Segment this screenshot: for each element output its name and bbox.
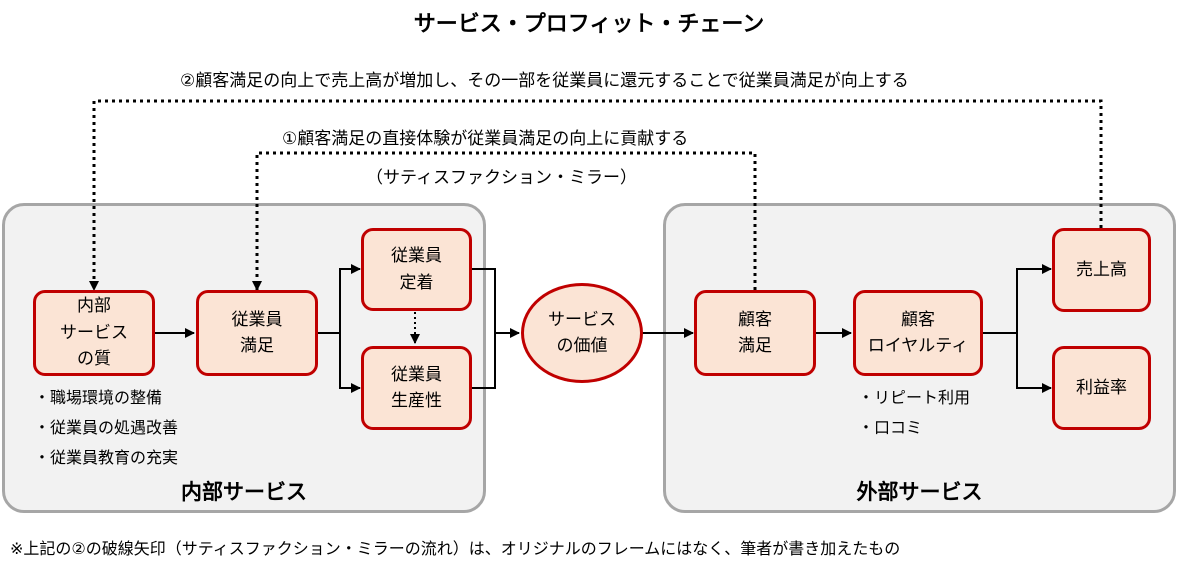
node-label-line: の価値 (556, 336, 608, 356)
node-service-value: サービス の価値 (521, 283, 643, 383)
arrow-loyalty-to-sales (983, 264, 1052, 334)
node-profit-margin: 利益率 (1052, 346, 1151, 430)
external-bullet-list: ・リピート利用 ・口コミ (858, 384, 970, 444)
node-sales: 売上高 (1052, 228, 1151, 312)
external-service-title: 外部サービス (856, 480, 983, 504)
arrow-productivity-to-value (471, 333, 496, 389)
node-label-line: の質 (77, 349, 111, 370)
node-employee-satisfaction: 従業員 満足 (196, 290, 318, 376)
outer-loop-label: ②顧客満足の向上で売上高が増加し、その一部を従業員に還元することで従業員満足が向… (180, 71, 909, 91)
arrow-satisfaction-to-retention (318, 264, 361, 334)
node-customer-satisfaction: 顧客 満足 (694, 290, 816, 376)
node-internal-service-quality: 内部 サービス の質 (33, 290, 155, 376)
node-label-line: 満足 (738, 336, 772, 356)
arrow-retention-to-value (471, 268, 520, 338)
node-label-line: 定着 (399, 272, 434, 293)
diagram-title: サービス・プロフィット・チェーン (413, 12, 765, 37)
node-label-line: 顧客 (901, 309, 935, 330)
node-label-line: 利益率 (1076, 377, 1127, 398)
node-label-line: ロイヤルティ (867, 336, 969, 356)
node-employee-productivity: 従業員 生産性 (361, 346, 472, 430)
list-item: ・リピート利用 (858, 388, 971, 407)
node-employee-retention: 従業員 定着 (361, 228, 472, 311)
node-label-line: 生産性 (391, 391, 442, 411)
node-label-line: サービス (548, 309, 616, 330)
inner-loop-label: ①顧客満足の直接体験が従業員満足の向上に貢献する (282, 129, 689, 149)
node-label-line: 満足 (240, 336, 274, 356)
node-label-line: サービス (60, 322, 128, 343)
list-item: ・従業員教育の充実 (34, 448, 179, 467)
node-label-line: 従業員 (231, 309, 283, 330)
node-label-line: 売上高 (1076, 259, 1127, 280)
list-item: ・口コミ (858, 418, 923, 437)
node-label-line: 内部 (77, 296, 111, 317)
node-label-line: 従業員 (391, 364, 442, 385)
node-customer-loyalty: 顧客 ロイヤルティ (853, 290, 983, 376)
arrow-satisfaction-to-productivity (339, 333, 361, 393)
internal-bullet-list: ・職場環境の整備 ・従業員の処遇改善 ・従業員教育の充実 (34, 384, 178, 474)
footnote: ※上記の②の破線矢印（サティスファクション・ミラーの流れ）は、オリジナルのフレー… (10, 539, 901, 558)
arrow-loyalty-to-profit (1016, 333, 1052, 393)
list-item: ・従業員の処遇改善 (34, 418, 179, 437)
outer-loop-arrow (89, 99, 1103, 291)
internal-service-title: 内部サービス (181, 480, 307, 504)
node-label-line: 顧客 (738, 309, 772, 330)
inner-loop-sublabel: （サティスファクション・ミラー） (366, 168, 637, 188)
list-item: ・職場環境の整備 (34, 388, 163, 407)
inner-loop-arrow (252, 151, 757, 291)
node-label-line: 従業員 (391, 246, 442, 267)
